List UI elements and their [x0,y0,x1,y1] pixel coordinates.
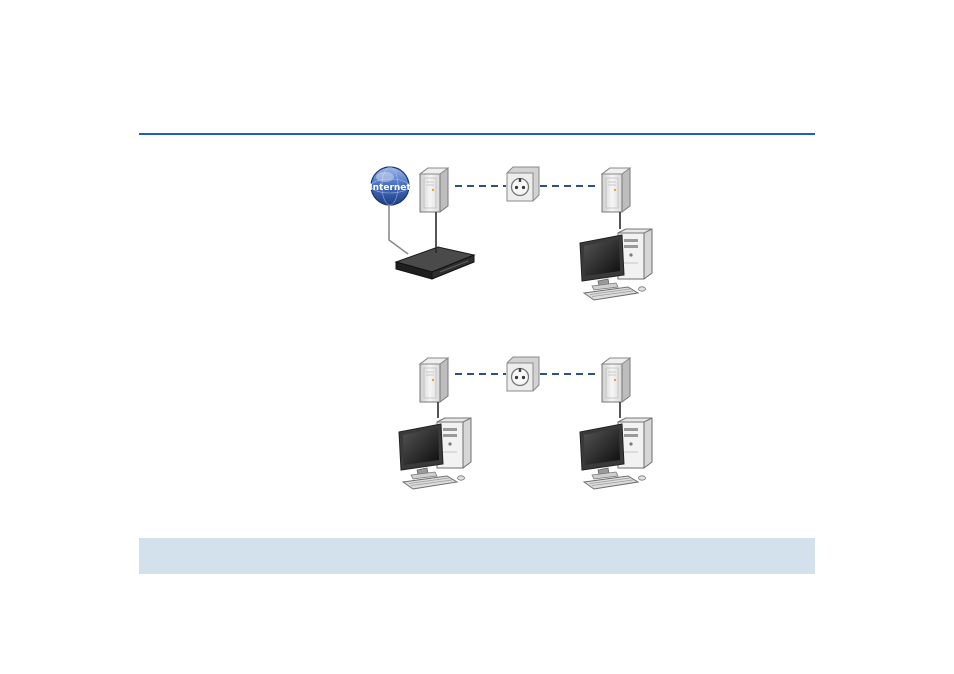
scene-1: Internet [369,166,653,301]
top-divider [139,133,815,135]
router-icon [394,246,476,280]
scene-2 [398,356,653,490]
powerline-adapter-icon [601,357,631,403]
footer-band [139,538,815,574]
powerline-adapter-icon [419,357,449,403]
desktop-computer-icon [579,417,653,490]
internet-cable [388,206,409,255]
wall-socket-icon [506,356,540,392]
desktop-computer-icon [579,228,653,301]
desktop-computer-icon [398,417,472,490]
wall-socket-icon [506,166,540,202]
globe-icon: Internet [369,166,411,206]
powerline-adapter-icon [419,167,449,213]
internet-label: Internet [369,183,411,193]
powerline-adapter-icon [601,167,631,213]
